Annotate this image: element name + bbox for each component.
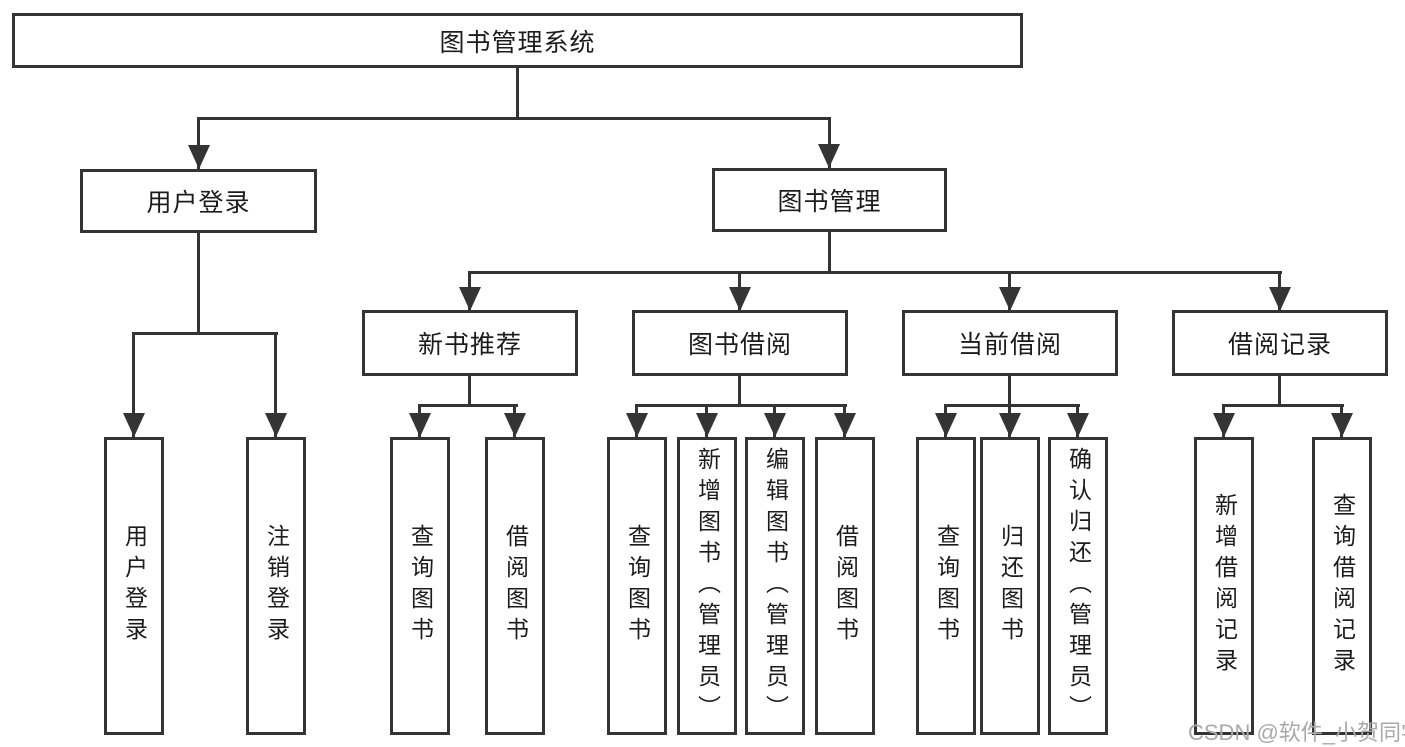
arrow-down-icon — [818, 144, 840, 168]
arrow-shaft — [274, 332, 277, 437]
arrow-down-icon — [764, 413, 786, 437]
connector-hline — [468, 271, 1282, 274]
leaf-return-books: 归还图书 — [980, 437, 1040, 735]
arrow-down-icon — [1331, 413, 1353, 437]
connector-vline — [516, 68, 519, 120]
connector-vline — [1008, 376, 1011, 406]
connector-vline — [468, 376, 471, 406]
arrow-down-icon — [696, 413, 718, 437]
leaf-borrow-books-recommend: 借阅图书 — [485, 437, 545, 735]
leaf-logout: 注销登录 — [246, 437, 306, 735]
leaf-borrow-books: 借阅图书 — [815, 437, 875, 735]
leaf-query-books-borrowing: 查询图书 — [607, 437, 667, 735]
node-label: 查询图书 — [624, 524, 651, 648]
node-label: 查询图书 — [933, 524, 960, 648]
connector-hline — [944, 404, 1080, 407]
node-current-borrowing: 当前借阅 — [902, 310, 1118, 376]
leaf-confirm-return-admin: 确认归还（管理员） — [1048, 437, 1108, 735]
node-label: 新增借阅记录 — [1211, 493, 1238, 679]
leaf-query-borrow-record: 查询借阅记录 — [1312, 437, 1372, 735]
arrow-down-icon — [999, 287, 1021, 311]
leaf-query-books-current: 查询图书 — [916, 437, 976, 735]
node-label: 注销登录 — [263, 524, 290, 648]
arrow-down-icon — [729, 287, 751, 311]
node-book-borrowing: 图书借阅 — [632, 310, 848, 376]
arrow-down-icon — [999, 413, 1021, 437]
connector-vline — [197, 233, 200, 335]
connector-hline — [635, 404, 847, 407]
node-book-management: 图书管理 — [712, 168, 947, 232]
leaf-edit-books-admin: 编辑图书（管理员） — [745, 437, 805, 735]
node-label: 归还图书 — [997, 524, 1024, 648]
leaf-query-books-recommend: 查询图书 — [390, 437, 450, 735]
arrow-down-icon — [626, 413, 648, 437]
node-new-book-recommend: 新书推荐 — [362, 310, 578, 376]
node-label: 借阅图书 — [502, 524, 529, 648]
node-label: 确认归还（管理员） — [1065, 446, 1092, 726]
connector-vline — [1278, 376, 1281, 406]
connector-hline — [197, 117, 831, 120]
arrow-down-icon — [459, 287, 481, 311]
arrow-down-icon — [1067, 413, 1089, 437]
connector-hline — [132, 332, 278, 335]
leaf-add-borrow-record: 新增借阅记录 — [1194, 437, 1254, 735]
node-library-system: 图书管理系统 — [12, 13, 1023, 68]
node-label: 查询借阅记录 — [1329, 493, 1356, 679]
connector-vline — [738, 376, 741, 406]
leaf-user-login: 用户登录 — [104, 437, 164, 735]
arrow-down-icon — [1213, 413, 1235, 437]
node-label: 新增图书（管理员） — [694, 446, 721, 726]
node-label: 用户登录 — [121, 524, 148, 648]
arrow-shaft — [828, 117, 831, 168]
csdn-watermark: CSDN @软件_小贺同学 — [1188, 720, 1405, 745]
arrow-shaft — [132, 332, 135, 437]
node-borrowing-records: 借阅记录 — [1172, 310, 1388, 376]
arrow-down-icon — [188, 145, 210, 169]
arrow-down-icon — [265, 413, 287, 437]
node-label: 编辑图书（管理员） — [762, 446, 789, 726]
node-label: 借阅图书 — [832, 524, 859, 648]
arrow-down-icon — [123, 413, 145, 437]
arrow-down-icon — [504, 413, 526, 437]
arrow-down-icon — [409, 413, 431, 437]
arrow-down-icon — [834, 413, 856, 437]
connector-vline — [828, 232, 831, 274]
node-user-login: 用户登录 — [80, 169, 317, 233]
connector-hline — [418, 404, 518, 407]
arrow-down-icon — [935, 413, 957, 437]
arrow-down-icon — [1269, 287, 1291, 311]
connector-hline — [1222, 404, 1344, 407]
arrow-shaft — [197, 117, 200, 169]
leaf-add-books-admin: 新增图书（管理员） — [677, 437, 737, 735]
node-label: 查询图书 — [407, 524, 434, 648]
